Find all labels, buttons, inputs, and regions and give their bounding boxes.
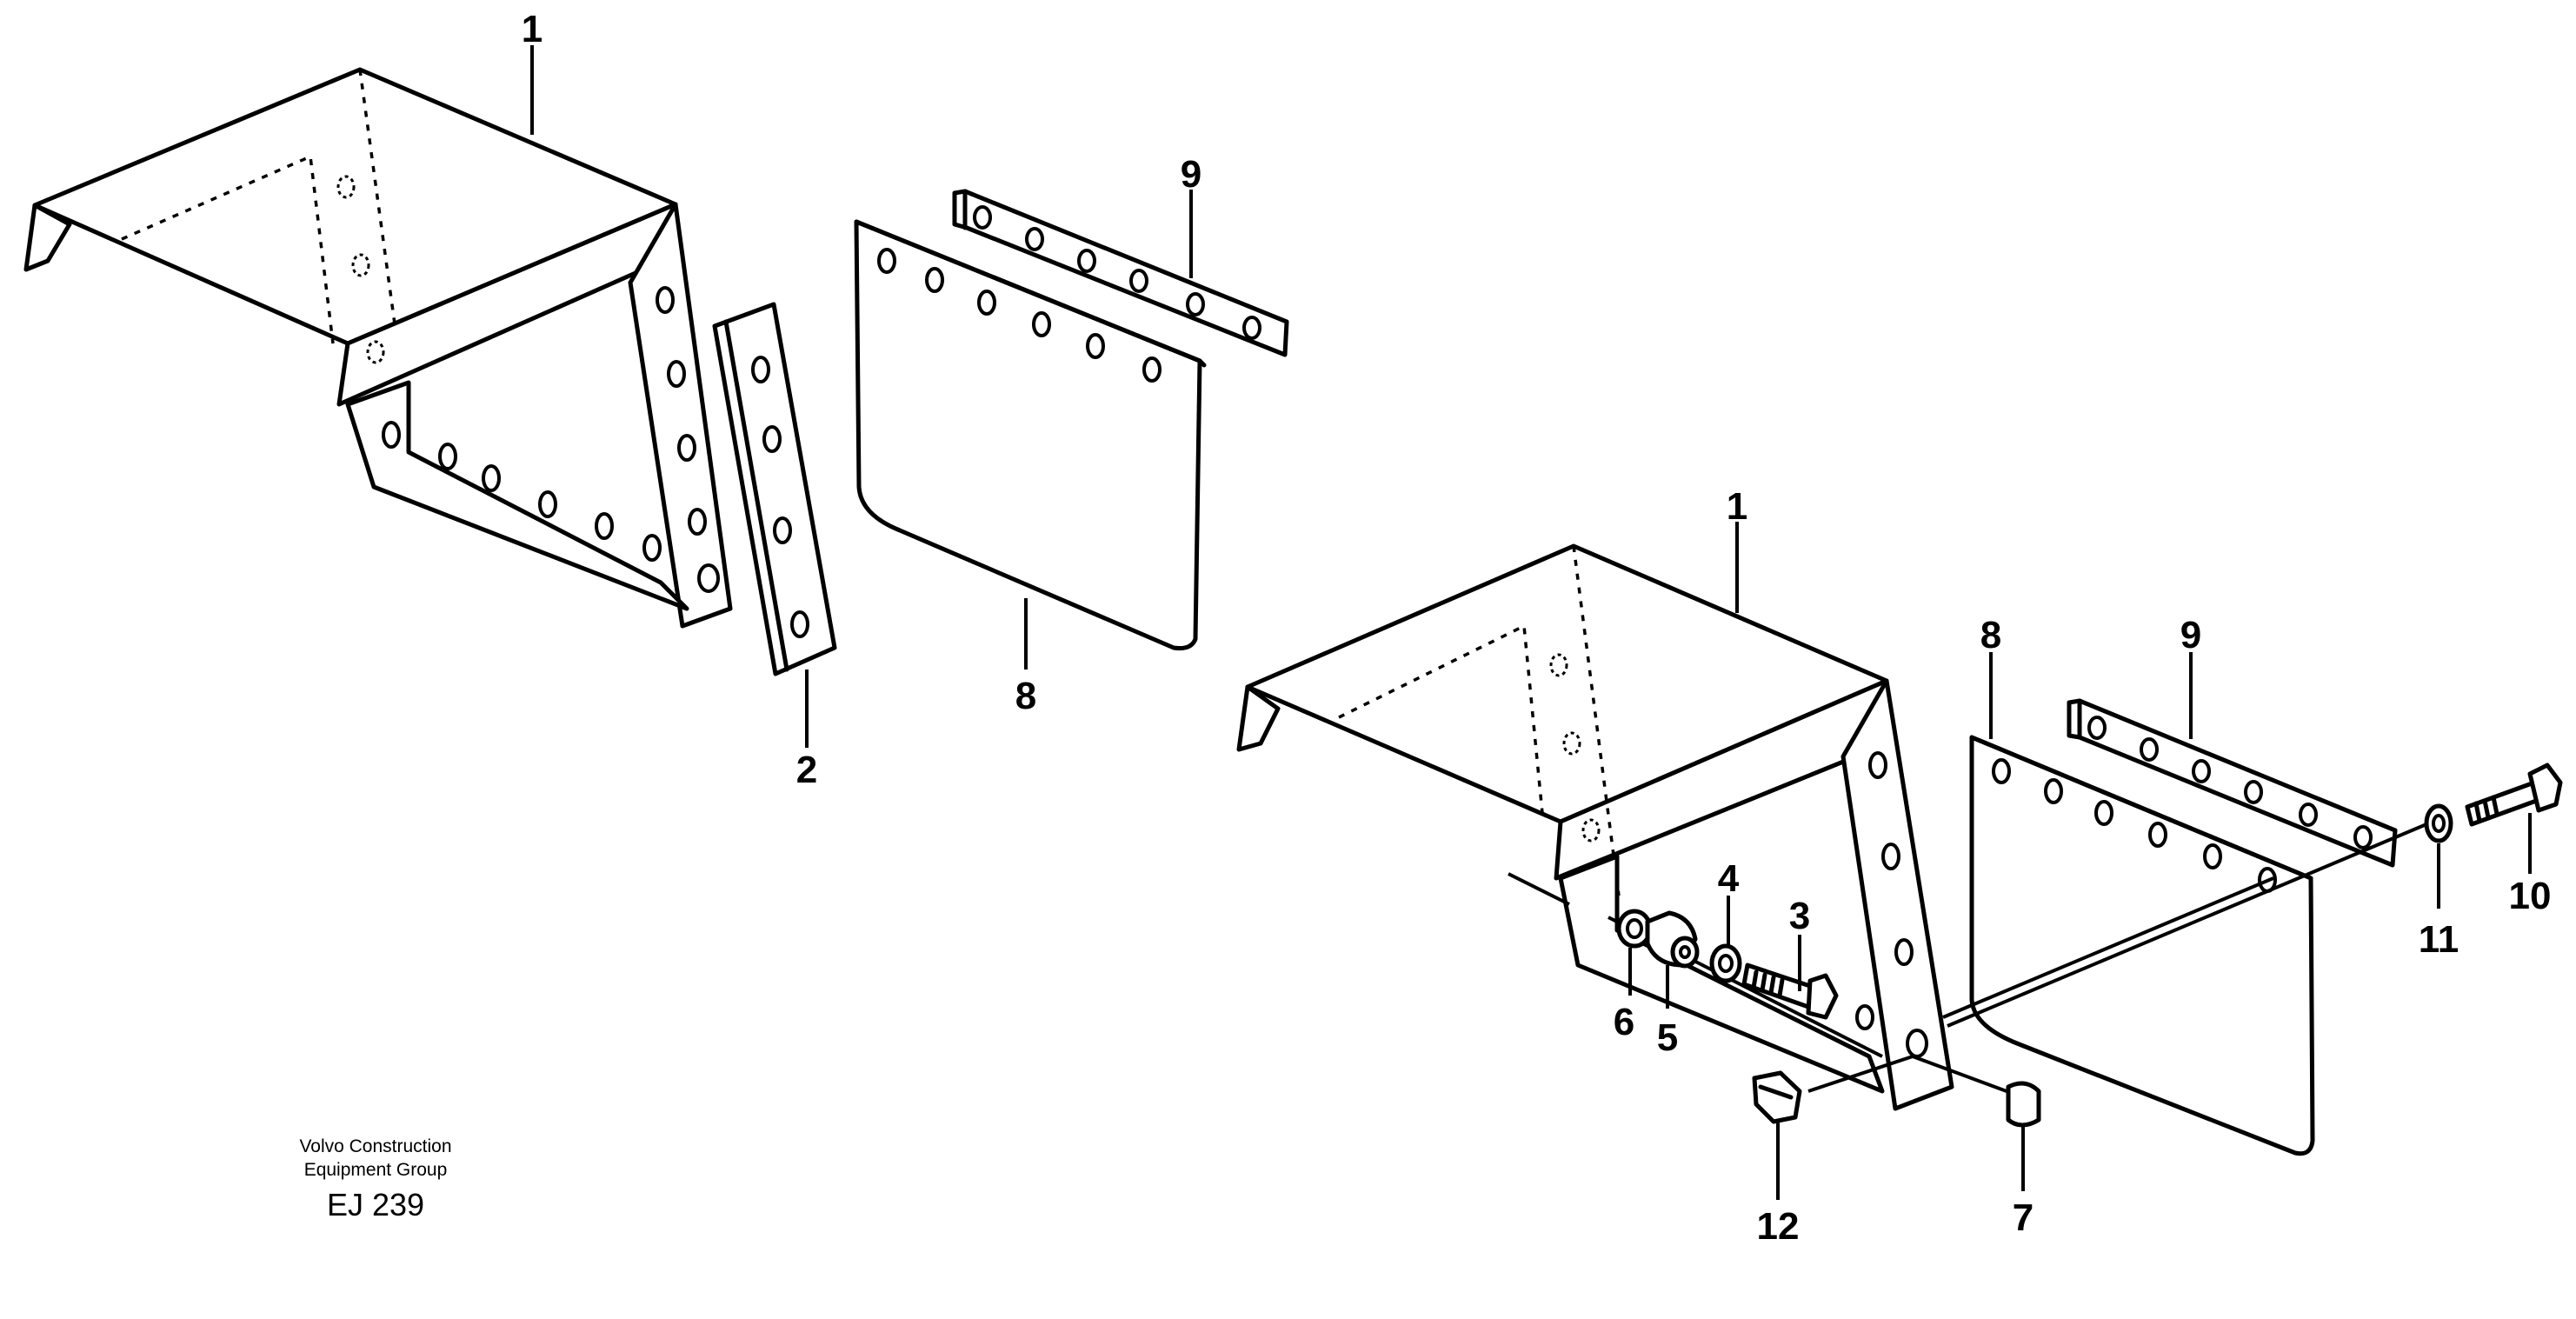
callout-4: 4 <box>1718 857 1740 900</box>
callout-10: 10 <box>2509 875 2552 917</box>
company-name-line1: Volvo Construction <box>299 1136 451 1156</box>
callout-8-right: 8 <box>1980 614 2001 656</box>
drawing-code: EJ 239 <box>327 1187 424 1222</box>
callout-11: 11 <box>2419 918 2460 961</box>
callout-7: 7 <box>2013 1196 2034 1239</box>
company-name-line2: Equipment Group <box>304 1160 448 1180</box>
rubber-bushing <box>1645 910 1700 969</box>
mud-flap-left <box>854 219 1207 650</box>
fastener-axis-lines <box>1508 816 2444 1102</box>
callout-2: 2 <box>796 749 817 791</box>
callout-8-left: 8 <box>1015 675 1036 717</box>
callout-9-right: 9 <box>2180 614 2201 656</box>
callout-6: 6 <box>1614 1001 1634 1043</box>
bolt-3 <box>1741 963 1839 1020</box>
leader-lines <box>530 45 2532 1200</box>
washer-11 <box>2424 803 2453 843</box>
callout-1-left: 1 <box>522 8 542 50</box>
bolt-10 <box>2465 763 2563 827</box>
washer-4 <box>1709 943 1742 983</box>
fender-right <box>1236 543 1954 1111</box>
callout-5: 5 <box>1657 1016 1678 1059</box>
fender-left <box>23 67 733 629</box>
reinforcement-strip <box>712 302 837 676</box>
callout-9-left: 9 <box>1181 153 1201 196</box>
callout-3: 3 <box>1789 895 1810 937</box>
callout-1-right: 1 <box>1727 485 1747 528</box>
clamping-strip-right <box>2067 698 2398 868</box>
cap-7 <box>2006 1081 2041 1128</box>
nut-12 <box>1752 1070 1802 1124</box>
callout-12: 12 <box>1757 1205 1800 1248</box>
clamping-strip-left <box>952 189 1289 357</box>
